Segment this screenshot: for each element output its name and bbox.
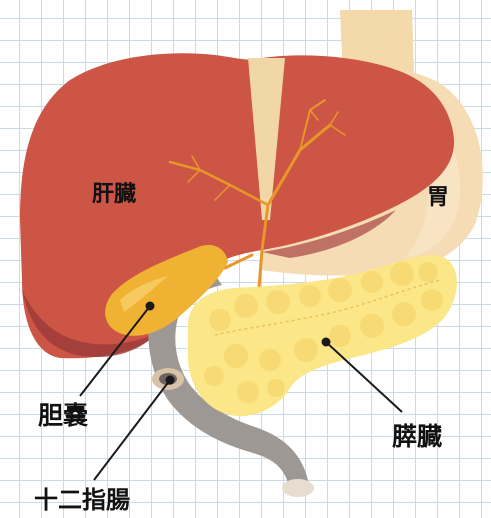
liver-label: 肝臓 <box>92 184 136 206</box>
pancreas <box>188 255 457 416</box>
gallbladder-leader-dot <box>147 303 154 310</box>
pancreas-leader-dot <box>323 339 330 346</box>
pancreas-label: 膵臓 <box>392 424 442 449</box>
duodenum-leader <box>94 380 170 480</box>
duodenum-leader-dot <box>167 377 174 384</box>
stomach-label: 胃 <box>427 187 449 209</box>
duodenum-label: 十二指腸 <box>34 488 130 512</box>
gallbladder-label: 胆嚢 <box>38 403 88 428</box>
